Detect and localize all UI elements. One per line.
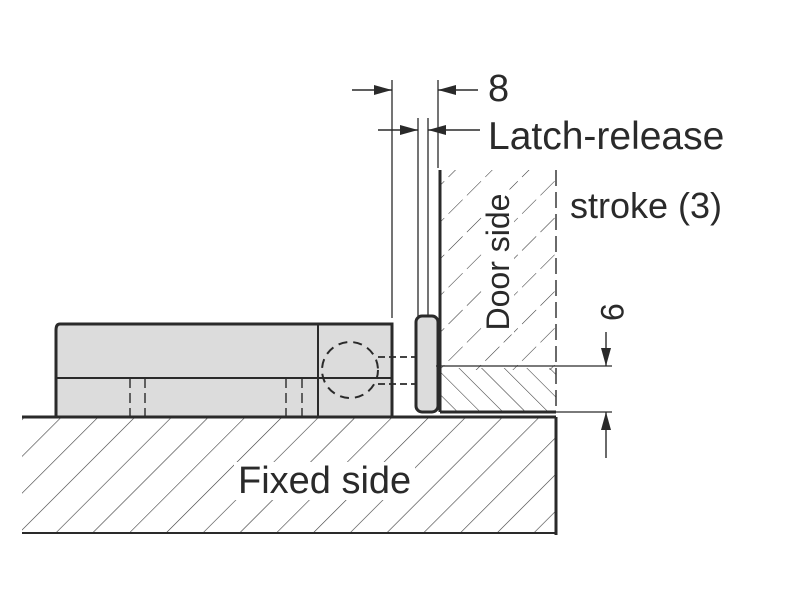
dimension-latch-release	[378, 118, 480, 316]
fixed-side-panel	[22, 415, 558, 535]
dimension-9-label: 9	[594, 303, 630, 321]
latch-body	[54, 322, 394, 419]
latch-release-stroke-label: stroke (3)	[570, 185, 723, 226]
fixed-side-label: Fixed side	[234, 462, 416, 500]
dimension-9	[436, 332, 612, 458]
dimension-8	[352, 80, 478, 318]
latch-ball-hidden	[321, 341, 416, 399]
latch-release-label: Latch-release	[488, 115, 725, 158]
door-side-label: Door side	[480, 189, 516, 335]
dimension-8-label: 8	[488, 68, 510, 110]
strike-plate	[414, 314, 440, 414]
